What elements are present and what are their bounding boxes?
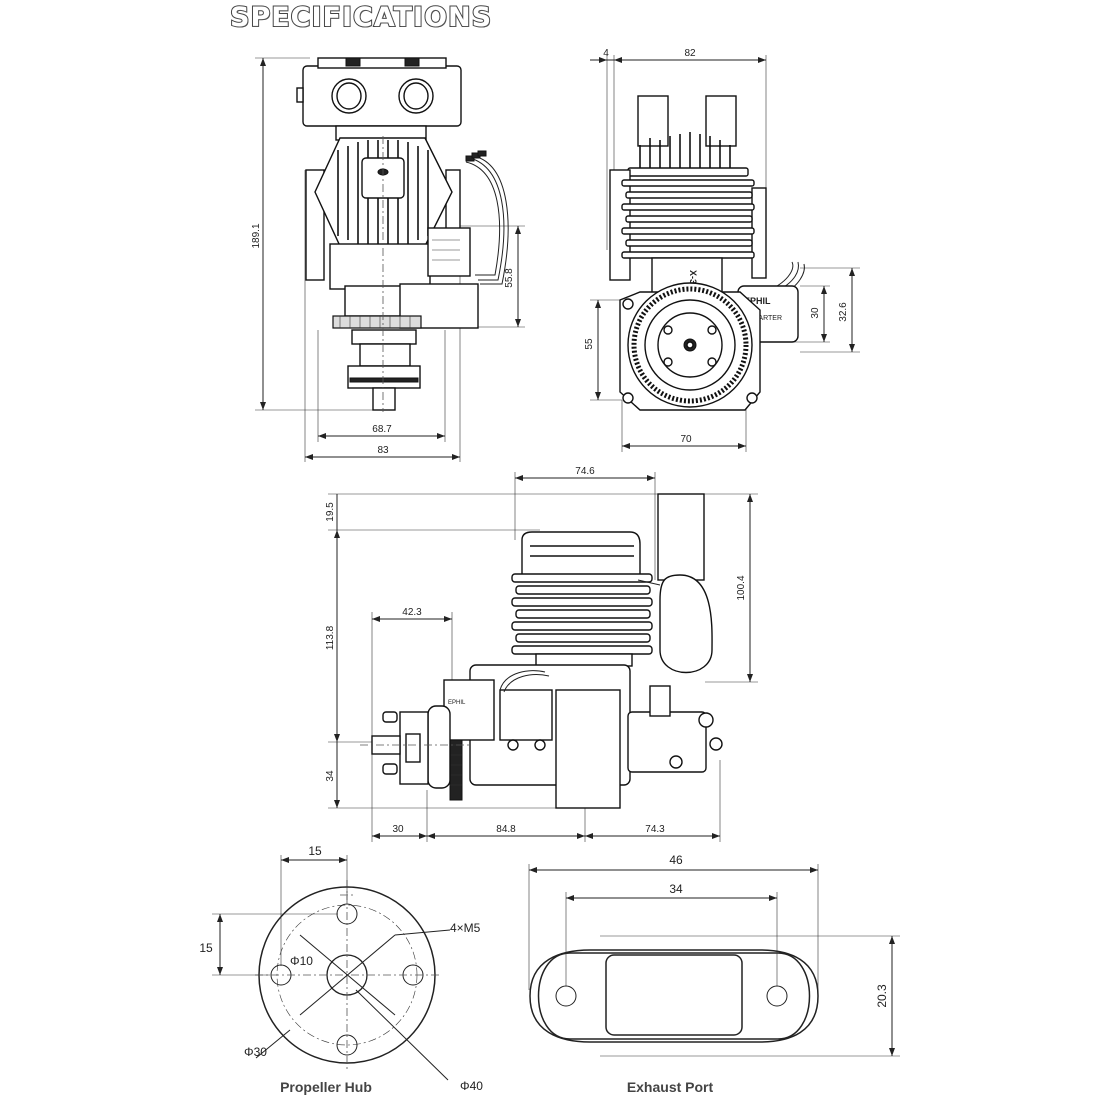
exhaust-width-total-label: 46: [669, 853, 683, 867]
profile-len-body-label: 84.8: [496, 824, 516, 835]
profile-len-hub-label: 30: [392, 824, 404, 835]
profile-top-offset-label: 19.5: [325, 502, 336, 522]
profile-exhaust-height-label: 100.4: [736, 575, 747, 600]
side-model-label: X-38: [688, 270, 698, 289]
profile-hub-width-label: 42.3: [402, 607, 422, 618]
side-mount-height-label: 55: [584, 338, 595, 350]
side-brand-label: EPHIL: [744, 296, 771, 306]
front-view: 189.1 68.7 83 55.8: [251, 57, 525, 462]
exhaust-port-drawing: 46 34 20.3 Exhaust Port: [528, 853, 900, 1095]
hub-bore-label: Φ10: [290, 954, 313, 968]
profile-top-width-label: 74.6: [575, 466, 595, 477]
profile-bottom-height-label: 34: [325, 770, 336, 782]
front-height-label: 189.1: [251, 223, 262, 248]
exhaust-width-holes-label: 34: [669, 882, 683, 896]
side-starter-height-label: 30: [810, 307, 821, 319]
hub-dim-top-label: 15: [308, 844, 322, 858]
propeller-hub-drawing: 15 15 4×M5 Φ10 Φ30 Φ40 Propeller Hub: [199, 844, 483, 1095]
hub-pcd-label: Φ30: [244, 1045, 267, 1059]
profile-len-rear-label: 74.3: [645, 824, 665, 835]
side-base-width-label: 70: [680, 434, 692, 445]
hub-thread-label: 4×M5: [450, 921, 481, 935]
hub-dim-left-label: 15: [199, 941, 213, 955]
side-starter-total-label: 32.6: [838, 302, 849, 322]
profile-body-height-label: 113.8: [325, 625, 336, 650]
exhaust-port-caption: Exhaust Port: [627, 1079, 714, 1095]
side-width-top-label: 82: [684, 48, 696, 59]
hub-outer-label: Φ40: [460, 1079, 483, 1093]
profile-view: 74.6 19.5 113.8 34 100.4 42.3: [325, 466, 758, 842]
side-offset-label: 4: [603, 48, 609, 59]
side-view: 4 82 55 30 32.6 70: [584, 48, 860, 452]
exhaust-height-label: 20.3: [875, 984, 889, 1008]
propeller-hub-caption: Propeller Hub: [280, 1079, 372, 1095]
side-starter-label: E-STARTER: [743, 315, 782, 322]
front-width-inner-label: 68.7: [372, 424, 392, 435]
front-width-total-label: 83: [377, 445, 389, 456]
ignition-brand-label: EPHIL: [448, 700, 466, 706]
page-title: SPECIFICATIONS: [229, 1, 493, 34]
front-hub-height-label: 55.8: [504, 268, 515, 288]
